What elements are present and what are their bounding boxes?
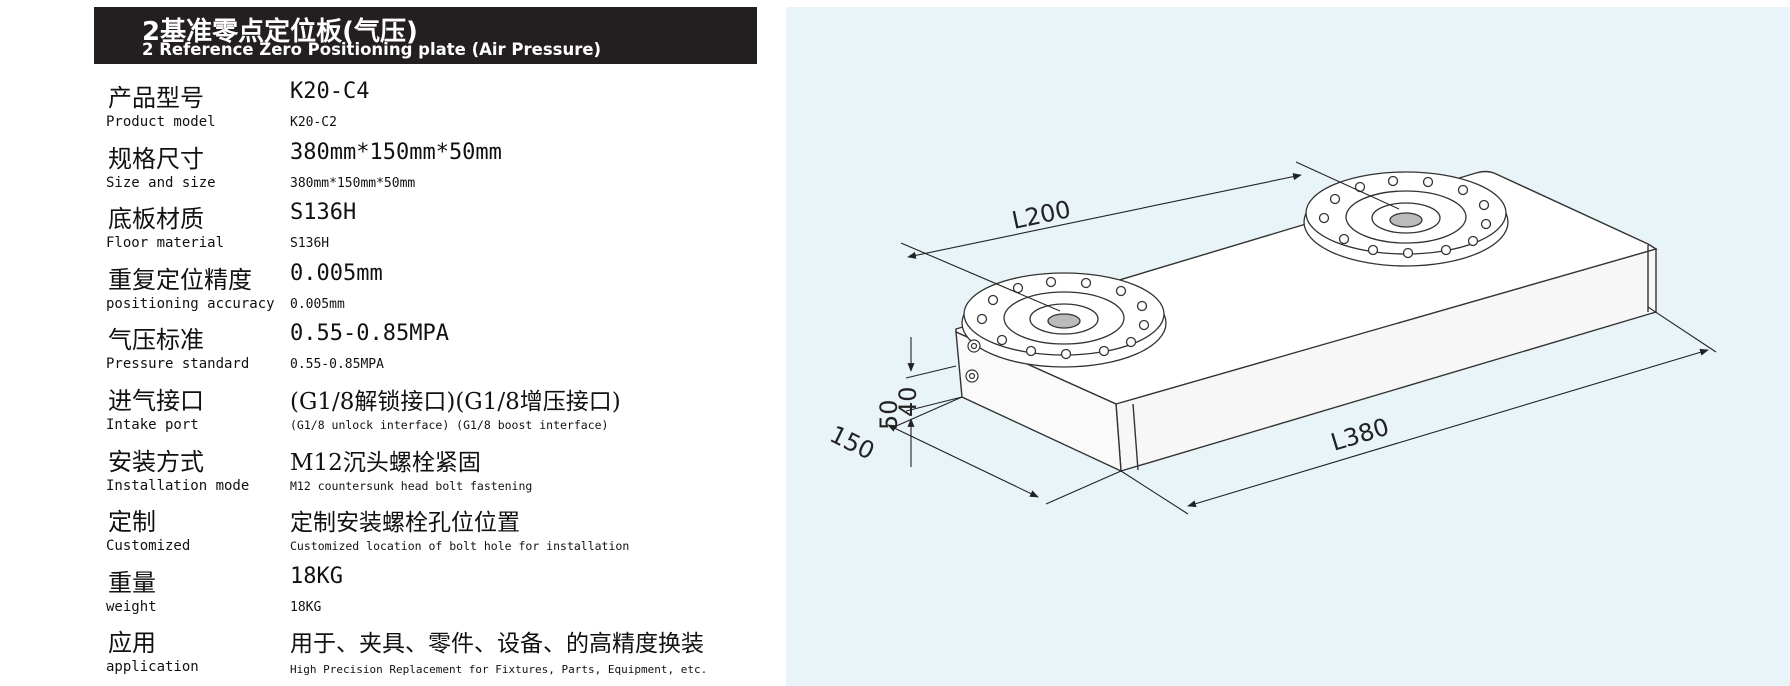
spec-value-sub: 0.55-0.85MPA	[290, 357, 384, 373]
spec-row-material: 底板材质 Floor material S136H S136H	[94, 195, 757, 256]
spec-row-weight: 重量 weight 18KG 18KG	[94, 559, 757, 620]
spec-value-sub: 18KG	[290, 599, 322, 615]
spec-row-pressure: 气压标准 Pressure standard 0.55-0.85MPA 0.55…	[94, 316, 757, 377]
spec-row-installation: 安装方式 Installation mode M12沉头螺栓紧固 M12 cou…	[94, 438, 757, 499]
spec-value-sub: 0.005mm	[290, 296, 345, 312]
spec-label-en: positioning accuracy	[106, 295, 275, 312]
spec-value-sub: (G1/8 unlock interface) (G1/8 boost inte…	[290, 417, 609, 432]
spec-label-en: Installation mode	[106, 477, 250, 494]
locator-right	[1303, 171, 1509, 267]
spec-value: 用于、夹具、零件、设备、的高精度换装	[290, 631, 704, 658]
spec-label-cn: 底板材质	[108, 205, 204, 234]
title-cn: 2基准零点定位板(气压)	[142, 17, 418, 47]
spec-label-en: Customized	[106, 538, 191, 555]
spec-row-intake: 进气接口 Intake port (G1/8解锁接口)(G1/8增压接口) (G…	[94, 377, 757, 438]
spec-row-application: 应用 application 用于、夹具、零件、设备、的高精度换装 High P…	[94, 619, 757, 680]
spec-value-sub: High Precision Replacement for Fixtures,…	[290, 663, 708, 677]
spec-value: 0.55-0.85MPA	[290, 321, 449, 347]
spec-label-cn: 产品型号	[108, 84, 204, 112]
dim-height-label: 50	[875, 399, 903, 430]
spec-label-cn: 重复定位精度	[108, 265, 252, 294]
locator-left	[961, 272, 1167, 368]
spec-label-en: application	[106, 659, 199, 676]
spec-row-accuracy: 重复定位精度 positioning accuracy 0.005mm 0.00…	[94, 256, 757, 317]
spec-value-sub: K20-C2	[290, 115, 337, 130]
spec-value: M12沉头螺栓紧固	[290, 449, 481, 476]
spec-label-cn: 重量	[108, 568, 156, 597]
spec-label-en: Product model	[106, 114, 216, 130]
spec-label-en: Floor material	[106, 235, 225, 252]
spec-value-sub: M12 countersunk head bolt fastening	[290, 478, 533, 493]
spec-label-en: Pressure standard	[106, 356, 250, 373]
spec-label-cn: 气压标准	[108, 326, 204, 355]
title-en: 2 Reference Zero Positioning plate (Air …	[142, 40, 602, 59]
spec-value: 0.005mm	[290, 260, 383, 286]
spec-label-cn: 定制	[108, 508, 156, 537]
spec-label-en: weight	[106, 598, 157, 615]
dim-width-label: 150	[825, 420, 878, 465]
spec-label-cn: 进气接口	[108, 386, 204, 415]
spec-row-model: 产品型号 Product model K20-C4 K20-C2	[94, 74, 757, 135]
dim-center-label: L200	[1009, 195, 1073, 235]
spec-table: 产品型号 Product model K20-C4 K20-C2 规格尺寸 Si…	[94, 74, 757, 680]
spec-label-cn: 安装方式	[108, 447, 204, 476]
dim-height2-label: 40	[894, 386, 922, 417]
spec-value: K20-C4	[290, 79, 370, 104]
air-ports	[965, 339, 981, 383]
spec-value: S136H	[290, 200, 357, 226]
spec-value: 380mm*150mm*50mm	[290, 139, 502, 165]
spec-value-sub: S136H	[290, 236, 330, 252]
plate-isometric-drawing: L200 L380 150 50 40	[825, 161, 1717, 515]
spec-value: (G1/8解锁接口)(G1/8增压接口)	[290, 388, 621, 415]
spec-value: 定制安装螺栓孔位位置	[290, 510, 520, 537]
dim-length-label: L380	[1328, 413, 1393, 457]
dimension-lines	[887, 161, 1717, 515]
spec-label-en: Size and size	[106, 174, 216, 191]
spec-label-en: Intake port	[106, 416, 199, 433]
spec-row-customized: 定制 Customized 定制安装螺栓孔位位置 Customized loca…	[94, 498, 757, 559]
technical-drawing: L200 L380 150 50 40	[786, 7, 1790, 686]
spec-value-sub: Customized location of bolt hole for ins…	[290, 539, 630, 554]
spec-row-size: 规格尺寸 Size and size 380mm*150mm*50mm 380m…	[94, 135, 757, 196]
spec-label-cn: 规格尺寸	[108, 144, 204, 173]
spec-value: 18KG	[290, 563, 343, 589]
spec-label-cn: 应用	[108, 629, 156, 658]
spec-value-sub: 380mm*150mm*50mm	[290, 175, 416, 191]
title-banner: 2基准零点定位板(气压) 2 Reference Zero Positionin…	[94, 7, 757, 64]
